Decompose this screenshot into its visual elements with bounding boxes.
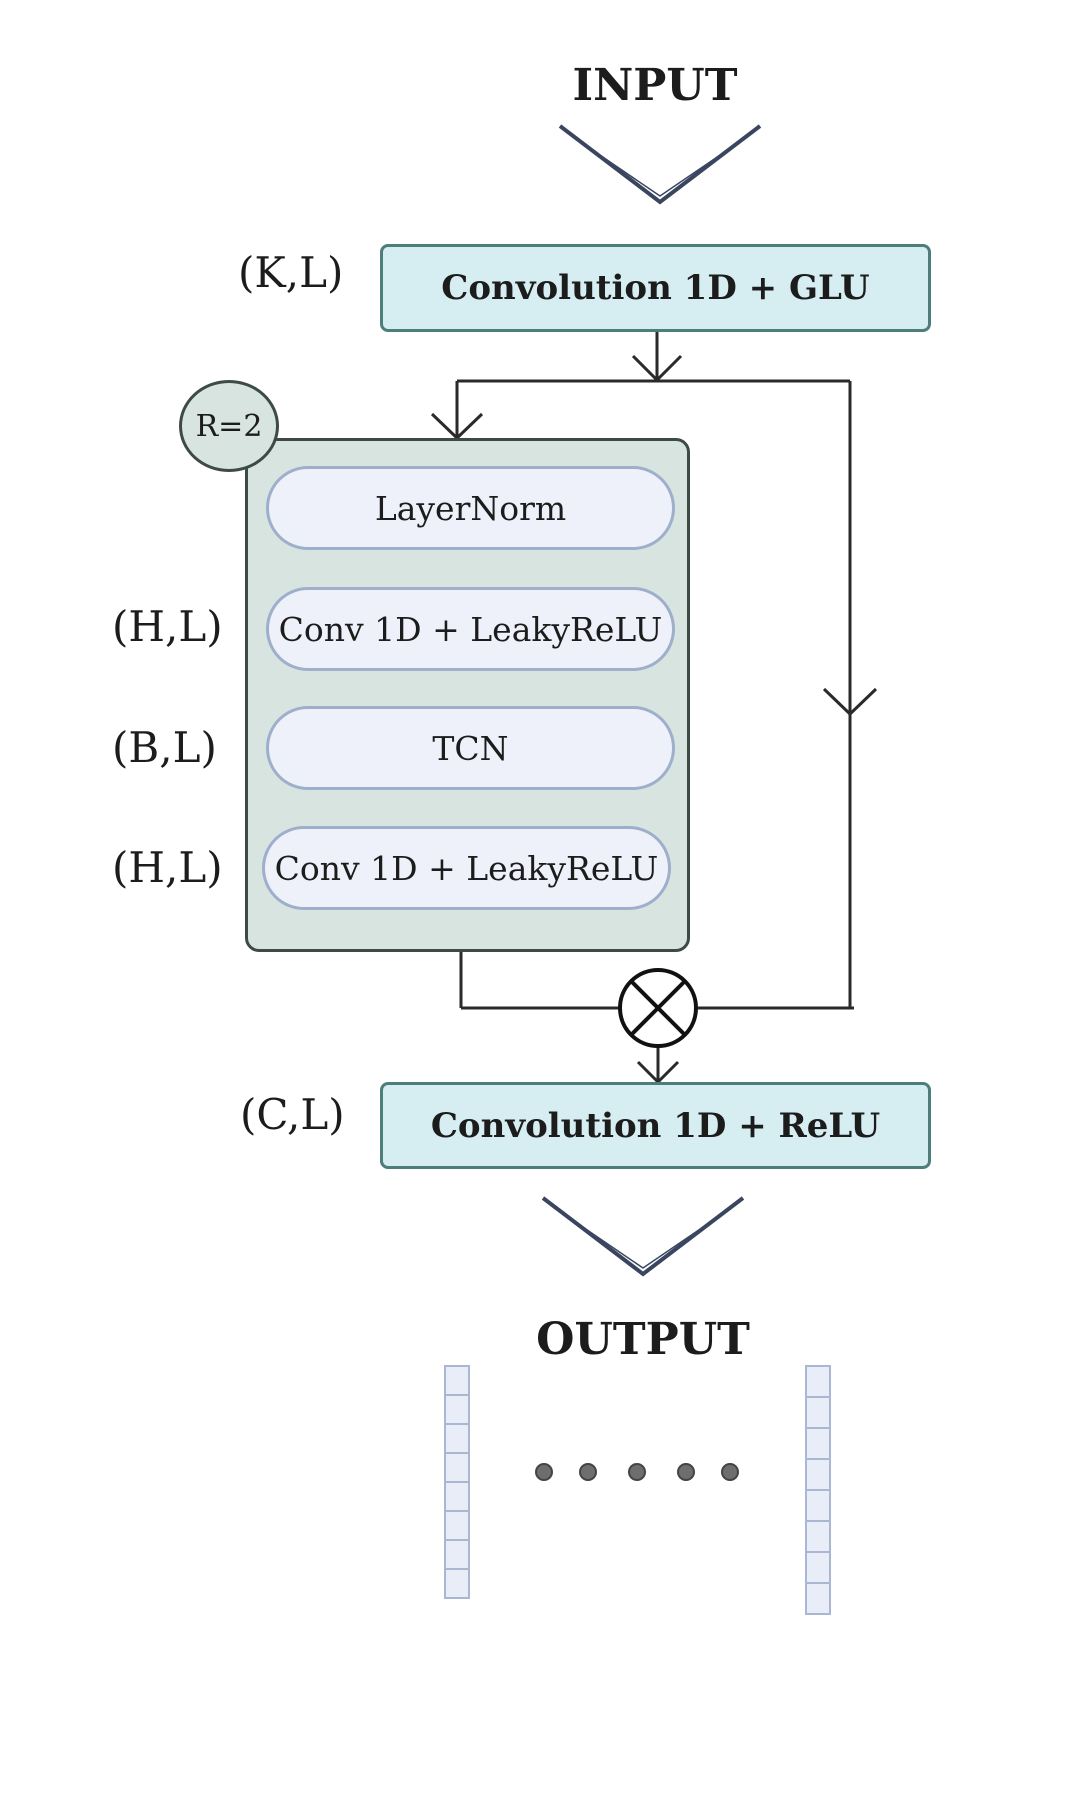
dim-label-conv2: (H,L)	[112, 843, 223, 892]
multiply-icon	[618, 968, 698, 1048]
input-label: INPUT	[572, 60, 738, 111]
conv-glu-block: Convolution 1D + GLU	[380, 244, 931, 332]
output-vector-first	[444, 1365, 470, 1599]
output-vector-last	[805, 1365, 831, 1615]
dim-label-conv-glu: (K,L)	[238, 248, 344, 297]
dim-label-conv-relu: (C,L)	[240, 1090, 345, 1139]
input-chevron-icon	[558, 124, 762, 205]
conv1d-leakyrelu-layer-2: Conv 1D + LeakyReLU	[262, 826, 671, 910]
dim-label-conv1: (H,L)	[112, 602, 223, 651]
conv-relu-block: Convolution 1D + ReLU	[380, 1082, 931, 1169]
repeat-badge: R=2	[179, 380, 279, 472]
conv1d-leakyrelu-layer-1: Conv 1D + LeakyReLU	[266, 587, 675, 671]
dim-label-tcn: (B,L)	[112, 723, 217, 772]
output-label: OUTPUT	[536, 1314, 750, 1365]
tcn-layer: TCN	[266, 706, 675, 790]
layernorm-layer: LayerNorm	[266, 466, 675, 550]
output-chevron-icon	[541, 1196, 745, 1277]
